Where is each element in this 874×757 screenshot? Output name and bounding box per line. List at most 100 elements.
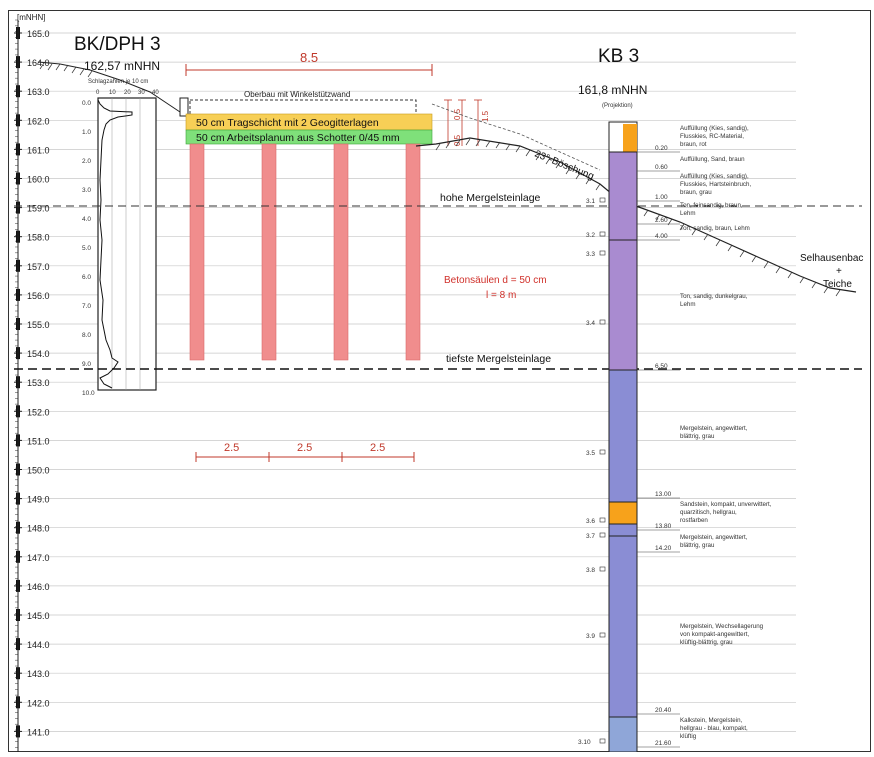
spacing-label: 2.5 xyxy=(370,442,385,454)
layer-description: Auffüllung (Kies, sandig), xyxy=(680,173,749,180)
sample-marker xyxy=(599,197,606,203)
depth-tick-label: 8.0 xyxy=(82,332,91,339)
axis-tick-label: 153.0 xyxy=(27,378,50,388)
axis-tick-label: 156.0 xyxy=(27,291,50,301)
layer-description: quarzitisch, hellgrau, xyxy=(680,509,737,516)
concrete-column xyxy=(405,143,421,361)
column-spacing-dimension: 2.5 2.5 2.5 xyxy=(195,442,415,462)
layer-description: Flusskies, Hartsteinbruch, xyxy=(680,181,751,188)
axis-tick-label: 163.0 xyxy=(27,87,50,97)
layer-description: Sandstein, kompakt, unverwittert, xyxy=(680,501,772,508)
sample-marker xyxy=(599,632,606,638)
low-marl-label: tiefste Mergelsteinlage xyxy=(446,353,551,365)
layer-sandstone xyxy=(608,501,638,525)
axis-tick-label: 144.0 xyxy=(27,640,50,650)
layer-clay xyxy=(608,151,638,371)
depth-tick-label: 10.0 xyxy=(82,390,95,397)
thickness-label: 0.5 xyxy=(453,108,462,120)
depth-scale: 0.01.02.03.04.05.06.07.08.09.010.0 xyxy=(82,100,95,397)
right-ground-line xyxy=(635,205,857,293)
depth-value: 13.00 xyxy=(655,491,672,498)
dph-vertical-grid xyxy=(111,98,141,390)
column-label-length: l = 8 m xyxy=(486,290,516,301)
layer-description: hellgrau - blau, kompakt, xyxy=(680,725,748,732)
sample-label: 3.3 xyxy=(586,251,595,258)
sample-label: 3.5 xyxy=(586,450,595,457)
axis-tick-label: 151.0 xyxy=(27,436,50,446)
sample-marker xyxy=(599,517,606,523)
creek-plus: + xyxy=(836,266,842,277)
sample-marker xyxy=(599,532,606,538)
layer-fill-orange xyxy=(623,124,637,152)
depth-tick-label: 0.0 xyxy=(82,100,91,107)
layer-description: blättrig, grau xyxy=(680,433,715,440)
axis-tick-label: 149.0 xyxy=(27,495,50,505)
axis-tick-label: 155.0 xyxy=(27,320,50,330)
sample-label: 3.8 xyxy=(586,567,595,574)
layer-description: Flusskies, RC-Material, xyxy=(680,133,744,140)
layer-descriptions: Auffüllung (Kies, sandig),Flusskies, RC-… xyxy=(680,125,772,740)
sample-label: 3.6 xyxy=(586,518,595,525)
layer-description: Auffüllung, Sand, braun xyxy=(680,156,745,163)
creek-label: Selhausenbac xyxy=(800,253,863,264)
sample-label: 3.9 xyxy=(586,633,595,640)
layer-description: Mergelstein, angewittert, xyxy=(680,534,748,541)
column-label-diameter: Betonsäulen d = 50 cm xyxy=(444,275,547,286)
layer-description: braun, grau xyxy=(680,189,712,196)
layer-depths: 0.200.601.002.604.006.5013.0013.8014.202… xyxy=(637,145,680,748)
sample-label: 3.7 xyxy=(586,533,595,540)
concrete-column xyxy=(261,143,277,361)
depth-value: 20.40 xyxy=(655,707,672,714)
depth-tick-label: 6.0 xyxy=(82,274,91,281)
axis-tick-label: 143.0 xyxy=(27,669,50,679)
depth-value: 6.50 xyxy=(655,363,668,370)
blow-axis-ticks: 0 10 20 30 40 xyxy=(96,90,159,96)
axis-tick-label: 146.0 xyxy=(27,582,50,592)
depth-tick-label: 9.0 xyxy=(82,361,91,368)
layer-marl xyxy=(608,369,638,503)
concrete-column xyxy=(189,143,205,361)
dph-blow-curve xyxy=(97,99,133,389)
gravel-layer-label: 50 cm Arbeitsplanum aus Schotter 0/45 mm xyxy=(196,132,400,144)
right-ground-hatch xyxy=(643,209,841,297)
sample-markers: 3.13.23.33.43.53.63.73.83.93.10 xyxy=(578,197,606,746)
depth-tick-label: 1.0 xyxy=(82,129,91,136)
slope-hatch xyxy=(435,138,601,191)
layer-description: Mergelstein, Wechsellagerung xyxy=(680,623,764,630)
right-boring-elevation: 161,8 mNHN xyxy=(578,83,647,97)
sample-marker xyxy=(599,319,606,325)
layer-description: Auffüllung (Kies, sandig), xyxy=(680,125,749,132)
gravel-layer xyxy=(185,129,433,145)
axis-tick-label: 158.0 xyxy=(27,233,50,243)
depth-value: 13.80 xyxy=(655,523,672,530)
sample-label: 3.4 xyxy=(586,320,595,327)
layer-description: blättrig, grau xyxy=(680,542,715,549)
axis-tick-label: 145.0 xyxy=(27,611,50,621)
blow-tick: 10 xyxy=(109,90,116,96)
axis-tick-label: 152.0 xyxy=(27,407,50,417)
axis-tick-label: 161.0 xyxy=(27,145,50,155)
thickness-label: 1.5 xyxy=(481,110,490,122)
ponds-label: Teiche xyxy=(823,279,852,290)
blow-tick: 0 xyxy=(96,90,100,96)
sample-marker xyxy=(599,738,606,744)
sample-marker xyxy=(599,449,606,455)
layer-description: Ton, feinsandig, braun, xyxy=(680,202,743,209)
blow-count-label: Schlagzahlen je 10 cm xyxy=(88,79,148,85)
axis-tick-label: 159.0 xyxy=(27,204,50,214)
layer-description: Lehm xyxy=(680,210,695,217)
layer-description: rostfarben xyxy=(680,517,708,524)
retaining-wall xyxy=(179,97,189,117)
right-boring-title: KB 3 xyxy=(598,46,639,67)
oberbau-label: Oberbau mit Winkelstützwand xyxy=(244,90,350,99)
high-marl-label: hohe Mergelsteinlage xyxy=(440,192,541,204)
spacing-label: 2.5 xyxy=(297,442,312,454)
axis-tick-label: 150.0 xyxy=(27,466,50,476)
sample-label: 3.1 xyxy=(586,198,595,205)
layer-description: klüftig xyxy=(680,733,697,740)
axis-tick-label: 157.0 xyxy=(27,262,50,272)
sample-marker xyxy=(599,250,606,256)
sample-marker xyxy=(599,231,606,237)
